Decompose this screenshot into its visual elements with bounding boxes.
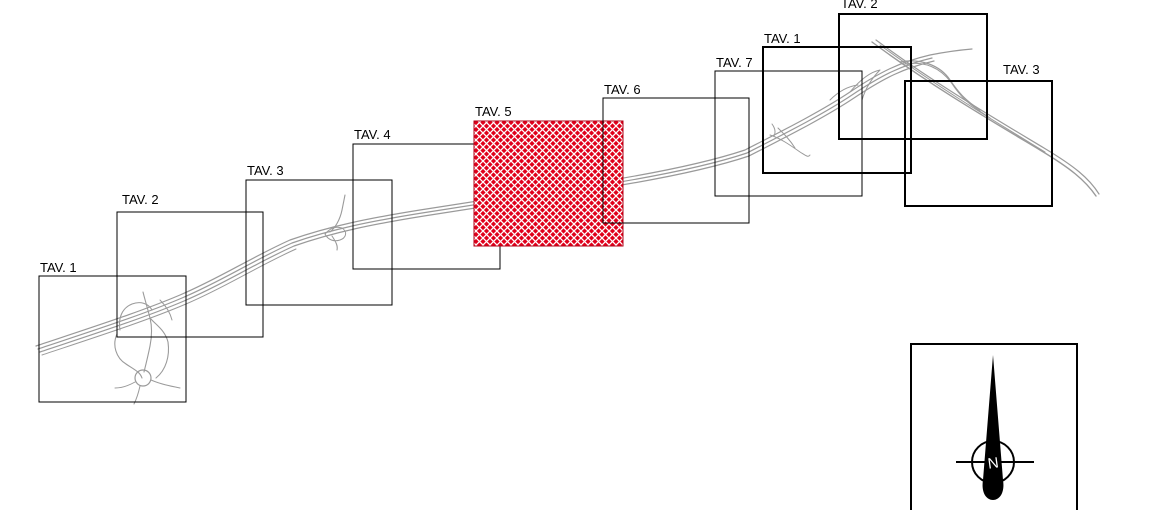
sheet-label-tav6: TAV. 6 xyxy=(604,82,641,97)
sheet-label-tav4: TAV. 4 xyxy=(354,127,391,142)
sheet-label-tav7: TAV. 7 xyxy=(716,55,753,70)
sheet-label-tav1-right: TAV. 1 xyxy=(764,31,801,46)
sheet-frame-tav3-right xyxy=(904,80,1053,207)
north-arrow-panel: N xyxy=(910,343,1078,510)
sheet-label-tav1-left: TAV. 1 xyxy=(40,260,77,275)
sheet-frame-tav2-left xyxy=(116,211,264,338)
north-label: N xyxy=(987,454,1000,472)
sheet-frame-tav1-left xyxy=(38,275,187,403)
north-arrow-icon: N xyxy=(956,355,1034,500)
sheet-label-tav2-right: TAV. 2 xyxy=(841,0,878,11)
sheet-frame-tav7 xyxy=(714,70,863,197)
sheet-label-tav5: TAV. 5 xyxy=(475,104,512,119)
sheet-frames xyxy=(38,13,1053,403)
sheet-label-tav3-left: TAV. 3 xyxy=(247,163,284,178)
sheet-label-tav2-left: TAV. 2 xyxy=(122,192,159,207)
sheet-frame-tav6 xyxy=(602,97,750,224)
sheet-frame-tav5 xyxy=(473,120,624,247)
sheet-label-tav3-right: TAV. 3 xyxy=(1003,62,1040,77)
sheet-frame-tav1-right xyxy=(762,46,912,174)
sheet-frame-tav3-left xyxy=(245,179,393,306)
sheet-labels: TAV. 1 TAV. 2 TAV. 3 TAV. 4 TAV. 5 TAV. … xyxy=(40,0,1040,275)
sheet-frame-tav2-right xyxy=(838,13,988,140)
